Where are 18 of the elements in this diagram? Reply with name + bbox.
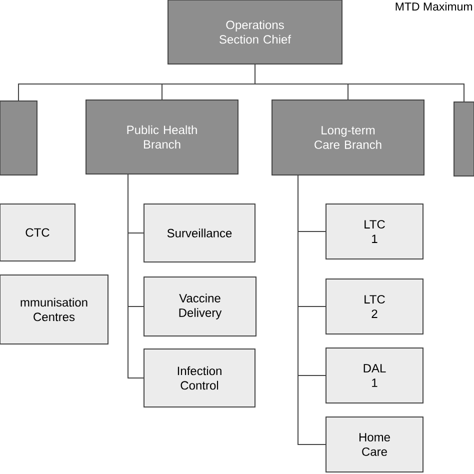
connector-line [254, 64, 464, 102]
unit-box: Vaccine Delivery [144, 276, 256, 336]
unit-box: Surveillance [144, 204, 256, 262]
connector-line [128, 174, 144, 378]
unit-box: Home Care [326, 416, 424, 472]
connector-line [298, 174, 326, 445]
unit-box: LTC 1 [326, 204, 424, 260]
unit-box: CTC [0, 204, 76, 262]
branch-box: Public Health Branch [86, 100, 238, 174]
note-text: MTD Maximum [396, 2, 472, 11]
branch-box [0, 100, 38, 176]
branch-box [454, 102, 474, 176]
unit-box: Infection Control [144, 348, 256, 408]
unit-box: mmunisation Centres [0, 274, 108, 344]
unit-box: DAL 1 [326, 348, 424, 404]
unit-box: LTC 2 [326, 278, 424, 334]
branch-box: Long-term Care Branch [272, 100, 424, 176]
chief-box: Operations Section Chief [168, 0, 342, 64]
